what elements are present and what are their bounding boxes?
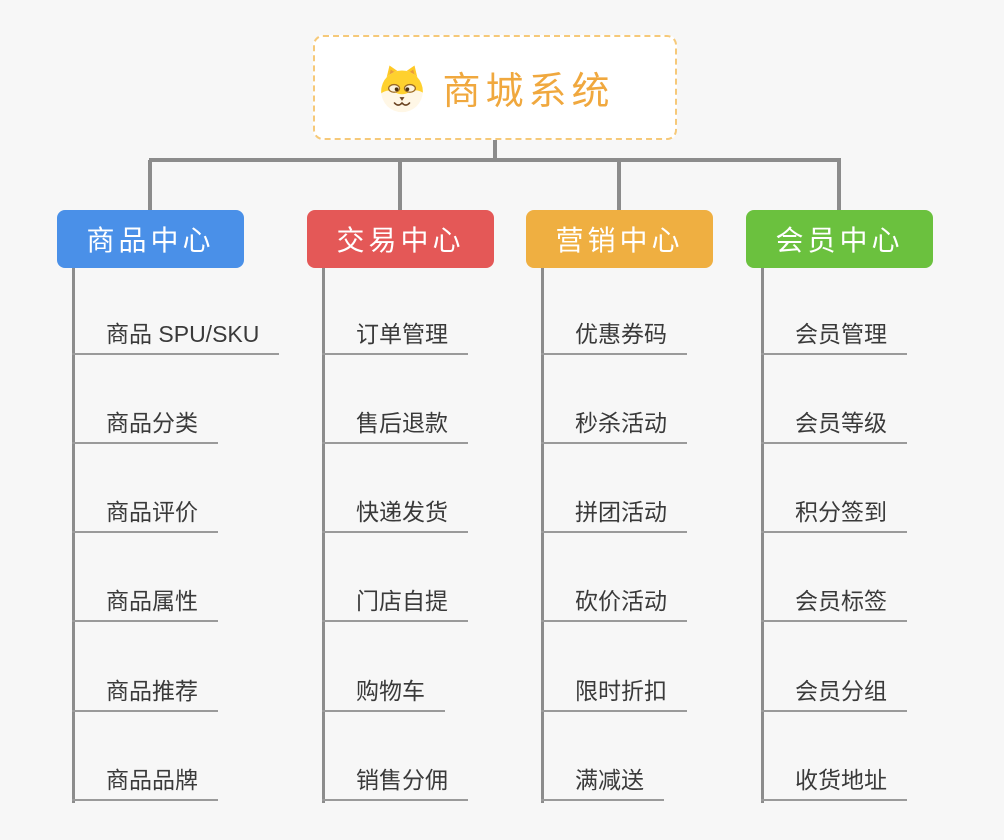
branch-product-center[interactable]: 商品中心 — [57, 210, 244, 268]
tree-leaf[interactable]: 积分签到 — [761, 487, 907, 533]
tree-leaf[interactable]: 会员分组 — [761, 666, 907, 712]
tree-leaf[interactable]: 商品 SPU/SKU — [72, 309, 280, 355]
tree-leaf[interactable]: 商品属性 — [72, 576, 218, 622]
drop-connector-trade — [398, 160, 402, 211]
tree-leaf[interactable]: 订单管理 — [322, 309, 468, 355]
tree-leaf[interactable]: 门店自提 — [322, 576, 468, 622]
column-spine-product — [72, 268, 75, 803]
drop-connector-marketing — [617, 160, 621, 211]
root-stem-connector — [493, 140, 497, 160]
tree-leaf[interactable]: 会员标签 — [761, 576, 907, 622]
tree-leaf[interactable]: 砍价活动 — [541, 576, 687, 622]
tree-leaf[interactable]: 售后退款 — [322, 398, 468, 444]
tree-leaf[interactable]: 购物车 — [322, 666, 445, 712]
drop-connector-member — [837, 160, 841, 211]
tree-leaf[interactable]: 商品推荐 — [72, 666, 218, 712]
tree-leaf[interactable]: 优惠券码 — [541, 309, 687, 355]
tree-leaf[interactable]: 商品分类 — [72, 398, 218, 444]
column-spine-marketing — [541, 268, 544, 803]
column-spine-trade — [322, 268, 325, 803]
tree-leaf[interactable]: 销售分佣 — [322, 755, 468, 801]
tree-leaf[interactable]: 限时折扣 — [541, 666, 687, 712]
root-title: 商城系统 — [442, 71, 615, 113]
tree-leaf[interactable]: 会员管理 — [761, 309, 907, 355]
drop-connector-product — [148, 160, 152, 211]
tree-leaf[interactable]: 商品评价 — [72, 487, 218, 533]
tree-leaf[interactable]: 满减送 — [541, 755, 664, 801]
column-spine-member — [761, 268, 764, 803]
branch-bus-connector — [149, 158, 841, 162]
tree-leaf[interactable]: 拼团活动 — [541, 487, 687, 533]
tree-leaf[interactable]: 秒杀活动 — [541, 398, 687, 444]
tree-leaf[interactable]: 收货地址 — [761, 755, 907, 801]
tree-leaf[interactable]: 快递发货 — [322, 487, 468, 533]
shiba-dog-face-icon — [381, 65, 424, 112]
branch-marketing-center[interactable]: 营销中心 — [526, 210, 713, 268]
branch-member-center[interactable]: 会员中心 — [746, 210, 933, 268]
mindmap-root-node[interactable]: 商城系统 — [313, 35, 677, 140]
branch-trade-center[interactable]: 交易中心 — [307, 210, 494, 268]
tree-leaf[interactable]: 会员等级 — [761, 398, 907, 444]
tree-leaf[interactable]: 商品品牌 — [72, 755, 218, 801]
